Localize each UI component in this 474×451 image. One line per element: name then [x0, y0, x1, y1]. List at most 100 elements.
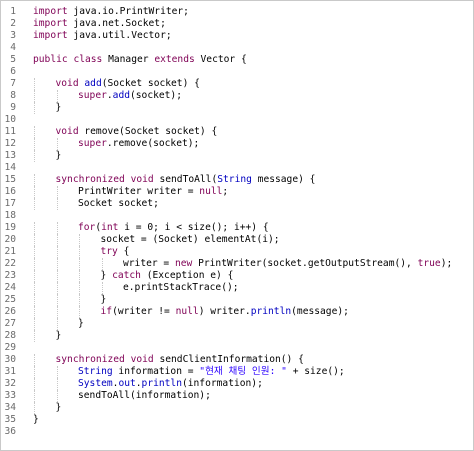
indent-guide: [56, 294, 58, 306]
code-token: void: [130, 174, 154, 185]
line-number: 26: [4, 306, 16, 317]
indent-guide: [34, 402, 35, 414]
line-number: 34: [4, 402, 16, 413]
code-token: Vector {: [194, 54, 247, 65]
code-token: if: [100, 306, 113, 317]
indent-guide: [79, 258, 80, 270]
line-number: 13: [4, 150, 16, 161]
code-line: 36: [1, 426, 473, 438]
indent-guide: [34, 330, 35, 342]
code-token: Manager: [102, 54, 155, 65]
line-number-gutter: [1, 1, 18, 450]
code-token: void: [55, 126, 79, 137]
code-text: public class Manager extends Vector {: [33, 54, 247, 66]
code-line: 6: [1, 66, 473, 78]
code-token: import: [33, 6, 68, 17]
code-token: .remove(socket);: [106, 138, 200, 149]
code-token: Socket socket;: [78, 198, 159, 209]
code-token: import: [33, 18, 68, 29]
line-number: 14: [4, 162, 16, 173]
indent-guide: [34, 126, 35, 138]
code-token: message) {: [251, 174, 316, 185]
indent-guide: [34, 390, 35, 402]
code-token: .: [135, 378, 142, 389]
line-number: 4: [10, 42, 16, 53]
line-number: 27: [4, 318, 16, 329]
code-text: }: [56, 150, 62, 162]
indent-guide: [56, 234, 58, 246]
indent-guide: [79, 294, 80, 306]
indent-guide: [34, 138, 35, 150]
code-token: .: [112, 378, 119, 389]
code-token: .: [106, 90, 113, 101]
line-number: 31: [4, 366, 16, 377]
code-text: e.printStackTrace();: [123, 282, 239, 294]
indent-guide: [56, 306, 58, 318]
code-token: true: [417, 258, 441, 269]
indent-guide: [34, 90, 35, 102]
code-token: class: [73, 54, 103, 65]
indent-guide: [34, 270, 35, 282]
code-text: sendToAll(information);: [78, 390, 211, 402]
code-token: extends: [154, 54, 195, 65]
line-number: 17: [4, 198, 16, 209]
code-line: 13}: [1, 150, 473, 162]
line-number: 7: [10, 78, 16, 89]
code-line: 18: [1, 210, 473, 222]
code-token: void: [130, 354, 154, 365]
line-number: 29: [4, 342, 16, 353]
indent-guide: [79, 270, 80, 282]
code-token: (Exception e) {: [140, 270, 234, 281]
indent-guide: [56, 282, 58, 294]
code-token: int: [101, 222, 119, 233]
line-number: 5: [10, 54, 16, 65]
indent-guide: [56, 222, 58, 234]
code-token: (information);: [181, 378, 263, 389]
code-line: 2 import java.net.Socket;: [1, 18, 473, 30]
code-token: }: [33, 414, 39, 425]
line-number: 36: [4, 426, 16, 437]
code-token: add: [112, 90, 130, 101]
indent-guide: [34, 186, 35, 198]
code-token: }: [55, 150, 62, 161]
line-number: 2: [10, 18, 16, 29]
code-text: import java.io.PrintWriter;: [33, 6, 189, 18]
line-number: 6: [10, 66, 16, 77]
code-token: sendClientInformation() {: [153, 354, 304, 365]
indent-guide: [34, 378, 35, 390]
code-token: add: [84, 78, 102, 89]
code-token: information =: [112, 366, 200, 377]
line-number: 12: [4, 138, 16, 149]
code-line: 27}: [1, 318, 473, 330]
code-text: }: [78, 318, 84, 330]
code-text: try {: [101, 246, 130, 258]
code-token: (writer !=: [112, 306, 176, 317]
code-text: String information = "현재 채팅 인원: " + size…: [78, 366, 345, 378]
code-token: out: [118, 378, 136, 389]
code-line: 17 Socket socket;: [1, 198, 473, 210]
indent-guide: [101, 282, 103, 294]
indent-guide: [56, 390, 58, 402]
line-number: 19: [4, 222, 16, 233]
code-token: String: [78, 366, 113, 377]
indent-guide: [56, 198, 58, 210]
code-line: 35}: [1, 414, 473, 426]
code-token: remove(Socket socket) {: [78, 126, 218, 137]
code-token: sendToAll(: [153, 174, 218, 185]
line-number: 20: [4, 234, 16, 245]
line-number: 9: [10, 102, 16, 113]
code-token: PrintWriter(socket.getOutputStream(),: [192, 258, 418, 269]
line-number: 25: [4, 294, 16, 305]
code-text: import java.net.Socket;: [33, 18, 166, 30]
line-number: 30: [4, 354, 16, 365]
